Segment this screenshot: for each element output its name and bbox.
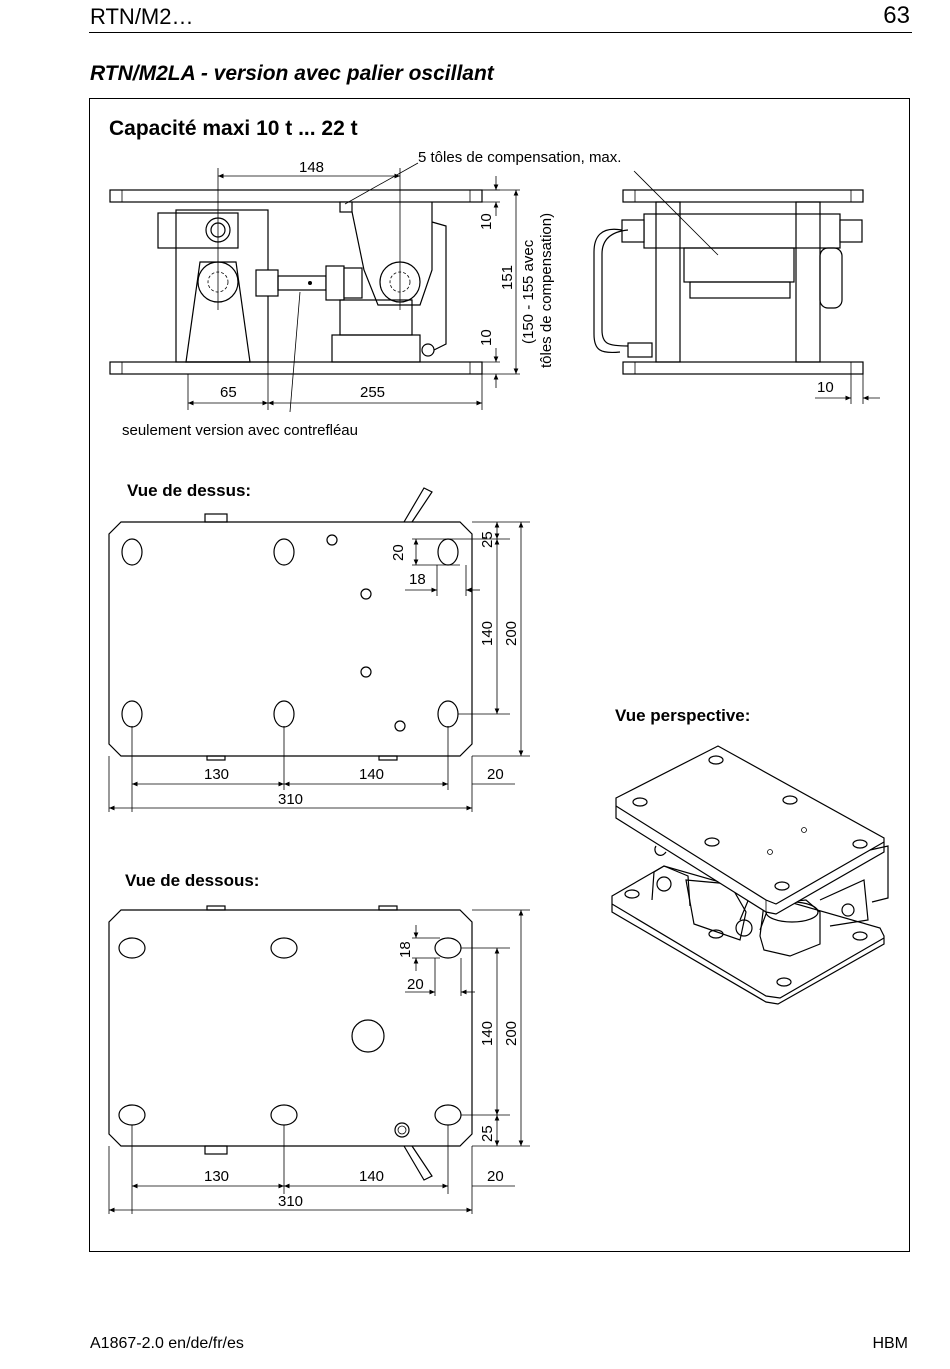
- bottom-dim-310: 310: [278, 1193, 303, 1210]
- height-note-line1: (150 - 155 avec: [520, 239, 537, 344]
- shims-note: 5 tôles de compensation, max.: [418, 149, 621, 166]
- perspective-view-title: Vue perspective:: [615, 706, 751, 725]
- drawing-frame: [89, 98, 910, 1252]
- dim-65: 65: [220, 384, 237, 401]
- top-dim-18: 18: [409, 571, 426, 588]
- dim-right-10: 10: [817, 379, 834, 396]
- section-title: RTN/M2LA - version avec palier oscillant: [90, 62, 494, 85]
- capacity-title: Capacité maxi 10 t ... 22 t: [109, 117, 358, 140]
- dim-10-top: 10: [478, 213, 495, 230]
- height-note-line2: tôles de compensation): [538, 213, 555, 368]
- running-header: RTN/M2…: [90, 4, 194, 29]
- dim-151: 151: [499, 265, 516, 290]
- bottom-view-drawing: [108, 905, 530, 1214]
- top-dim-310: 310: [278, 791, 303, 808]
- footer-document-id: A1867-2.0 en/de/fr/es: [90, 1335, 244, 1352]
- bottom-dim-18: 18: [397, 941, 414, 958]
- top-dim-20: 20: [390, 544, 407, 561]
- top-view-drawing: [108, 487, 530, 812]
- bottom-dim-25: 25: [479, 1125, 496, 1142]
- top-dim-25: 25: [479, 531, 496, 548]
- counterbearing-note: seulement version avec contrefléau: [122, 422, 358, 439]
- bottom-dim-140-horizontal: 140: [359, 1168, 384, 1185]
- top-dim-130: 130: [204, 766, 229, 783]
- dim-148: 148: [299, 159, 324, 176]
- dim-10-bottom: 10: [478, 329, 495, 346]
- side-view-drawing: [109, 162, 880, 413]
- bottom-dim-140-vertical: 140: [479, 1021, 496, 1046]
- top-dim-140-horizontal: 140: [359, 766, 384, 783]
- bottom-dim-20: 20: [407, 976, 424, 993]
- header-rule: [89, 32, 912, 33]
- perspective-view-drawing: [611, 745, 889, 1005]
- bottom-dim-200-vertical: 200: [503, 1021, 520, 1046]
- dim-255: 255: [360, 384, 385, 401]
- top-dim-200-vertical: 200: [503, 621, 520, 646]
- footer-brand: HBM: [872, 1335, 908, 1352]
- page-number: 63: [883, 2, 910, 29]
- top-dim-20-horizontal: 20: [487, 766, 504, 783]
- bottom-view-title: Vue de dessous:: [125, 871, 260, 890]
- bottom-dim-130: 130: [204, 1168, 229, 1185]
- bottom-dim-20-horizontal: 20: [487, 1168, 504, 1185]
- top-view-title: Vue de dessus:: [127, 481, 252, 500]
- top-dim-140-vertical: 140: [479, 621, 496, 646]
